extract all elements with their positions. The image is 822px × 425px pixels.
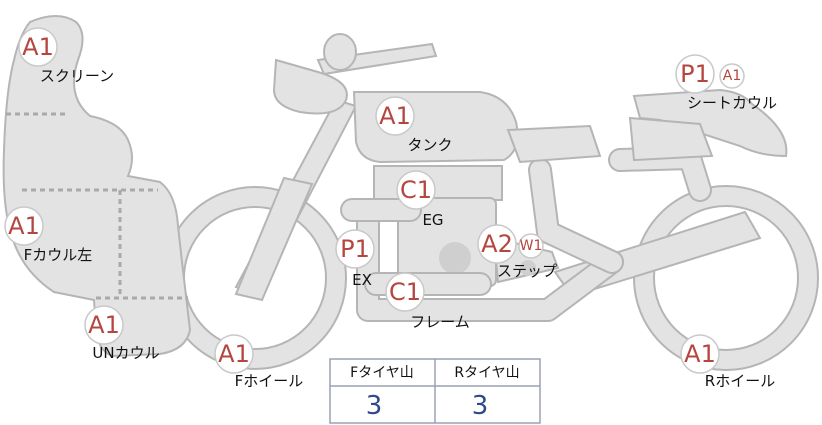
- part-label: ステップ: [497, 262, 557, 280]
- f-tire-value: 3: [366, 391, 383, 421]
- damage-badge-code: A1: [684, 340, 716, 368]
- part-label: Fカウル左: [24, 246, 93, 264]
- damage-badge-code: A1: [88, 311, 120, 339]
- part-label: EG: [422, 211, 443, 229]
- damage-badge-circle: [719, 63, 745, 89]
- part-annotation-seat-cowl: P1 A1 シートカウル: [675, 54, 777, 112]
- part-label: シートカウル: [687, 94, 777, 112]
- damage-badge-circle: [18, 27, 58, 67]
- damage-badge-code: A1: [723, 68, 741, 84]
- part-annotation-step: A2 W1 ステップ: [477, 224, 557, 280]
- damage-badge-circle: [385, 272, 425, 312]
- damage-badge-circle: [335, 229, 375, 269]
- damage-badge-code: C1: [400, 176, 432, 204]
- damage-badge-code: A1: [379, 102, 411, 130]
- damage-badge-code: W1: [520, 238, 543, 254]
- part-label: UNカウル: [92, 344, 159, 362]
- r-tire-value: 3: [472, 391, 489, 421]
- damage-badge-circle: [375, 96, 415, 136]
- damage-badge-circle: [477, 224, 517, 264]
- damage-badge-code: A2: [481, 230, 513, 258]
- damage-badge-code: P1: [340, 235, 370, 263]
- damage-badge-circle: [84, 305, 124, 345]
- damage-badge-code: P1: [680, 60, 710, 88]
- tire-table: Fタイヤ山 Rタイヤ山 3 3: [329, 358, 541, 424]
- part-label: フレーム: [410, 313, 470, 331]
- part-label: タンク: [407, 136, 452, 154]
- seat-cowl-shape: [628, 88, 788, 162]
- damage-badge-code: C1: [389, 278, 421, 306]
- part-annotation-tank: A1 タンク: [375, 96, 453, 154]
- damage-badge-circle: [680, 334, 720, 374]
- damage-badge-circle: [214, 334, 254, 374]
- part-label: EX: [352, 271, 372, 289]
- r-tire-header: Rタイヤ山: [454, 365, 519, 381]
- part-annotation-screen: A1 スクリーン: [18, 27, 114, 85]
- headlight-shape: [272, 33, 357, 115]
- damage-badge-circle: [518, 233, 544, 259]
- part-label: Rホイール: [705, 372, 775, 390]
- damage-badge-code: A1: [218, 340, 250, 368]
- damage-badge-code: A1: [8, 212, 40, 240]
- part-label: スクリーン: [40, 67, 114, 85]
- part-label: Fホイール: [235, 372, 304, 390]
- damage-badge-circle: [396, 170, 436, 210]
- front-cowl-shape: [2, 15, 192, 358]
- damage-badge-circle: [4, 206, 44, 246]
- damage-badge-code: A1: [22, 33, 54, 61]
- part-annotation-frame: C1 フレーム: [385, 272, 470, 331]
- damage-badge-circle: [675, 54, 715, 94]
- r-wheel-shape: [633, 185, 819, 371]
- f-tire-header: Fタイヤ山: [350, 365, 414, 381]
